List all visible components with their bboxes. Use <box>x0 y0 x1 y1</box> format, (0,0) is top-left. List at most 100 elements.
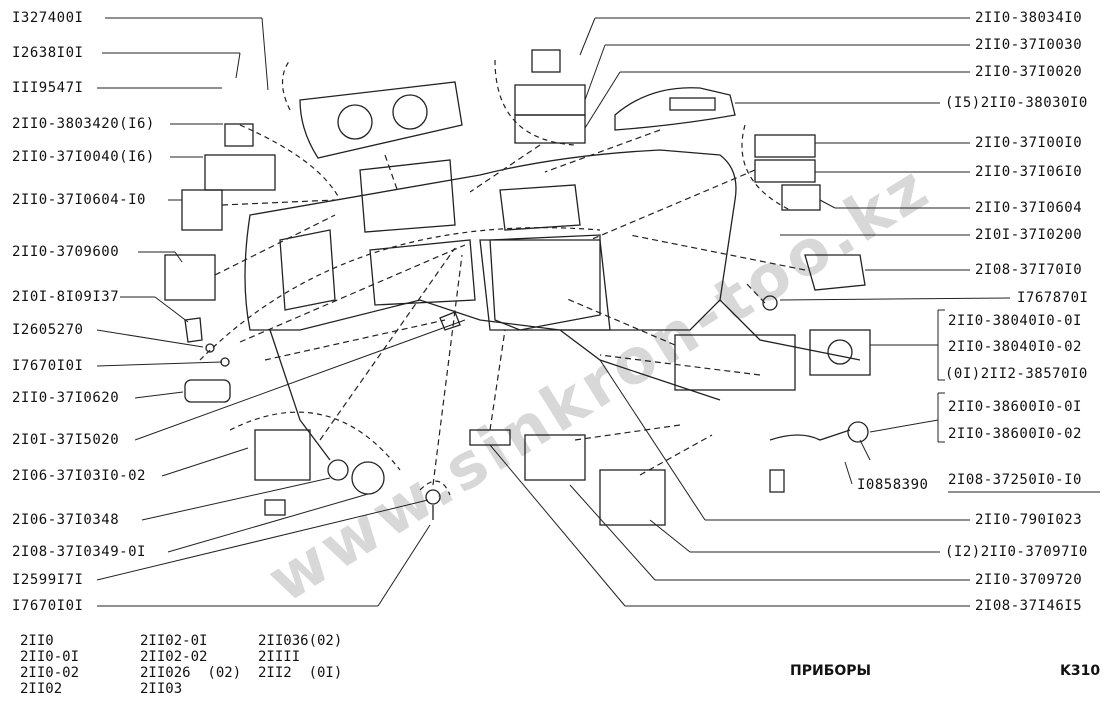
leader-r1 <box>579 17 596 56</box>
lamp-socket <box>762 295 778 311</box>
arc-left-switches <box>239 124 341 201</box>
leader-r20 <box>489 444 626 607</box>
switch-right-2 <box>754 159 816 183</box>
cigarette-lighter <box>184 379 231 403</box>
center-display-hood <box>614 87 736 131</box>
part-label-right-19: (I2)2II0-37097I0 <box>945 544 1088 560</box>
part-label-left-12: 2I0I-37I5020 <box>12 432 120 448</box>
left-switch-2 <box>204 154 276 191</box>
model-code: 2II02-02 <box>140 649 208 665</box>
arrow-switch-right <box>544 129 661 173</box>
part-label-left-6: 2II0-37I0604-I0 <box>12 192 146 208</box>
switch-right-3 <box>781 184 821 211</box>
leader-r16 <box>859 439 871 461</box>
part-label-right-18: 2II0-790I023 <box>975 512 1083 528</box>
left-switch-1 <box>224 123 254 147</box>
leader-l13 <box>161 447 249 477</box>
switch-block-lower <box>514 114 586 144</box>
arc-right-switches <box>741 124 791 211</box>
arrow-left-switch-4 <box>214 214 336 276</box>
arrow-lamp-socket <box>744 281 766 304</box>
model-code: 2II026 (02) <box>140 665 242 681</box>
model-code: 2II02 <box>20 681 63 697</box>
bracket-left <box>184 317 203 343</box>
arrow-radio <box>564 297 676 346</box>
model-code: 2II02-0I <box>140 633 208 649</box>
gauge-left <box>337 104 373 140</box>
leader-l12 <box>134 319 466 441</box>
knob <box>439 311 461 331</box>
switch-right-1 <box>754 134 816 158</box>
arc-top-center <box>494 59 576 146</box>
model-code: 2IIII <box>258 649 301 665</box>
window-switch-b <box>599 469 666 526</box>
part-label-right-16: I0858390 <box>857 477 929 493</box>
part-label-right-20: 2II0-3709720 <box>975 572 1083 588</box>
clock-face <box>827 339 853 365</box>
part-label-left-4: 2II0-3803420(I6) <box>12 116 155 132</box>
model-codes-col1: 2II0 2II0-0I 2II0-02 2II02 <box>20 633 79 697</box>
part-label-left-16: I2599I7I <box>12 572 84 588</box>
arrow-bracket-1 <box>239 244 466 343</box>
instrument-cluster <box>299 81 463 159</box>
part-label-left-11: 2II0-37I0620 <box>12 390 120 406</box>
part-label-right-17: 2I08-37250I0-I0 <box>948 472 1082 488</box>
part-label-left-13: 2I06-37I03I0-02 <box>12 468 146 484</box>
arrow-ignition <box>319 247 456 441</box>
leader-l14 <box>141 477 331 521</box>
part-label-right-14: 2II0-38600I0-0I <box>948 399 1082 415</box>
switch-block-upper <box>514 84 586 116</box>
dashboard-console <box>479 239 611 331</box>
dashboard-lower <box>269 299 861 461</box>
arrow-lamp <box>629 234 806 271</box>
part-label-right-7: 2II0-37I0604 <box>975 200 1083 216</box>
leader-r17 <box>599 359 706 521</box>
center-bracket <box>489 234 601 331</box>
clock-box <box>809 329 871 376</box>
part-label-right-15: 2II0-38600I0-02 <box>948 426 1082 442</box>
part-label-right-2: 2II0-37I0030 <box>975 37 1083 53</box>
model-codes-col2: 2II02-0I 2II02-02 2II026 (02) 2II03 <box>140 633 241 697</box>
page-code: K310 <box>1060 663 1101 679</box>
part-label-left-1: I327400I <box>12 10 84 26</box>
part-label-right-21: 2I08-37I46I5 <box>975 598 1083 614</box>
arc-bottom-bolt <box>419 480 451 496</box>
part-label-right-12: 2II0-38040I0-02 <box>948 339 1082 355</box>
dashboard-vent <box>499 184 581 231</box>
left-switch-3 <box>181 189 223 231</box>
connector-plug <box>264 499 286 516</box>
model-code: 2II0-0I <box>20 649 80 665</box>
part-label-right-8: 2I0I-37I0200 <box>975 227 1083 243</box>
model-code: 2II0-02 <box>20 665 80 681</box>
arrow-lighter <box>264 319 446 361</box>
arc-left-assembly <box>229 411 401 471</box>
part-label-right-13: (0I)2II2-38570I0 <box>945 366 1088 382</box>
sensor-cable <box>769 429 851 441</box>
sensor-head <box>847 421 869 443</box>
part-label-left-9: I2605270 <box>12 322 84 338</box>
left-switch-4 <box>164 254 216 301</box>
radio-box <box>674 334 796 391</box>
arrow-window-b <box>639 434 713 476</box>
gauge-right <box>392 94 428 130</box>
arrow-pushbutton <box>489 329 506 431</box>
dashboard-outline <box>244 149 737 331</box>
arrow-cluster <box>384 154 399 193</box>
window-switch-a <box>524 434 586 481</box>
page-title: ПРИБОРЫ <box>790 663 872 679</box>
leader-r14 <box>869 419 939 433</box>
sensor-connector <box>769 469 785 493</box>
part-label-left-17: I7670I0I <box>12 598 84 614</box>
arc-bracket <box>199 227 601 361</box>
bottom-washer <box>425 489 441 505</box>
dashboard-screen <box>359 159 456 233</box>
part-label-left-10: I7670I0I <box>12 358 84 374</box>
leader-l10 <box>96 361 223 367</box>
leader-l11 <box>134 391 184 399</box>
part-label-right-10: I767870I <box>1017 290 1089 306</box>
arc-top-left <box>281 59 291 111</box>
pushbutton-switch <box>469 429 511 446</box>
model-code: 2II2 (0I) <box>258 665 343 681</box>
